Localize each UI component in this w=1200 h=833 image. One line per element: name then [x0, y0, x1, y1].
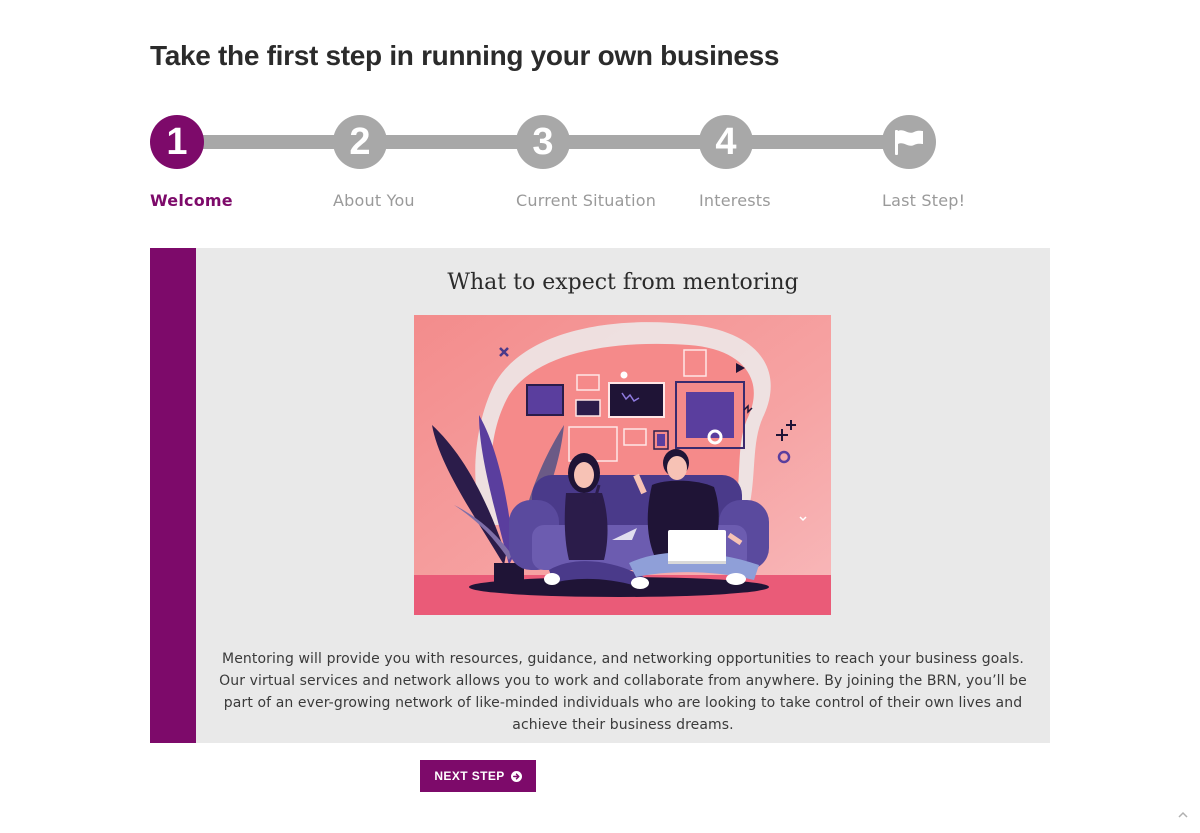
card-heading: What to expect from mentoring	[447, 270, 799, 295]
step-circle-4: 4	[699, 115, 753, 169]
step-interests[interactable]: 4 Interests	[699, 115, 899, 210]
next-step-button[interactable]: NEXT STEP	[420, 760, 536, 792]
step-label-interests: Interests	[699, 191, 771, 210]
step-circle-5	[882, 115, 936, 169]
step-circle-2: 2	[333, 115, 387, 169]
progress-stepper: 1 Welcome 2 About You 3 Current Situatio…	[150, 115, 965, 225]
next-step-label: NEXT STEP	[434, 769, 505, 783]
step-circle-3: 3	[516, 115, 570, 169]
step-about-you[interactable]: 2 About You	[333, 115, 533, 210]
card-accent-bar	[150, 248, 196, 743]
scroll-to-top-icon[interactable]	[1176, 810, 1190, 820]
mentoring-card: What to expect from mentoring	[150, 248, 1050, 743]
step-current-situation[interactable]: 3 Current Situation	[516, 115, 716, 210]
mentoring-illustration	[414, 315, 831, 615]
step-welcome[interactable]: 1 Welcome	[150, 115, 350, 210]
step-last-step[interactable]: Last Step!	[882, 115, 1082, 210]
card-description: Mentoring will provide you with resource…	[219, 651, 1027, 733]
step-circle-1: 1	[150, 115, 204, 169]
step-label-last-step: Last Step!	[882, 191, 966, 210]
step-label-welcome: Welcome	[150, 191, 233, 210]
step-label-about-you: About You	[333, 191, 415, 210]
flag-icon	[895, 130, 923, 155]
arrow-circle-right-icon	[510, 770, 522, 782]
page-title: Take the first step in running your own …	[150, 40, 780, 71]
step-label-current-situation: Current Situation	[516, 191, 657, 210]
